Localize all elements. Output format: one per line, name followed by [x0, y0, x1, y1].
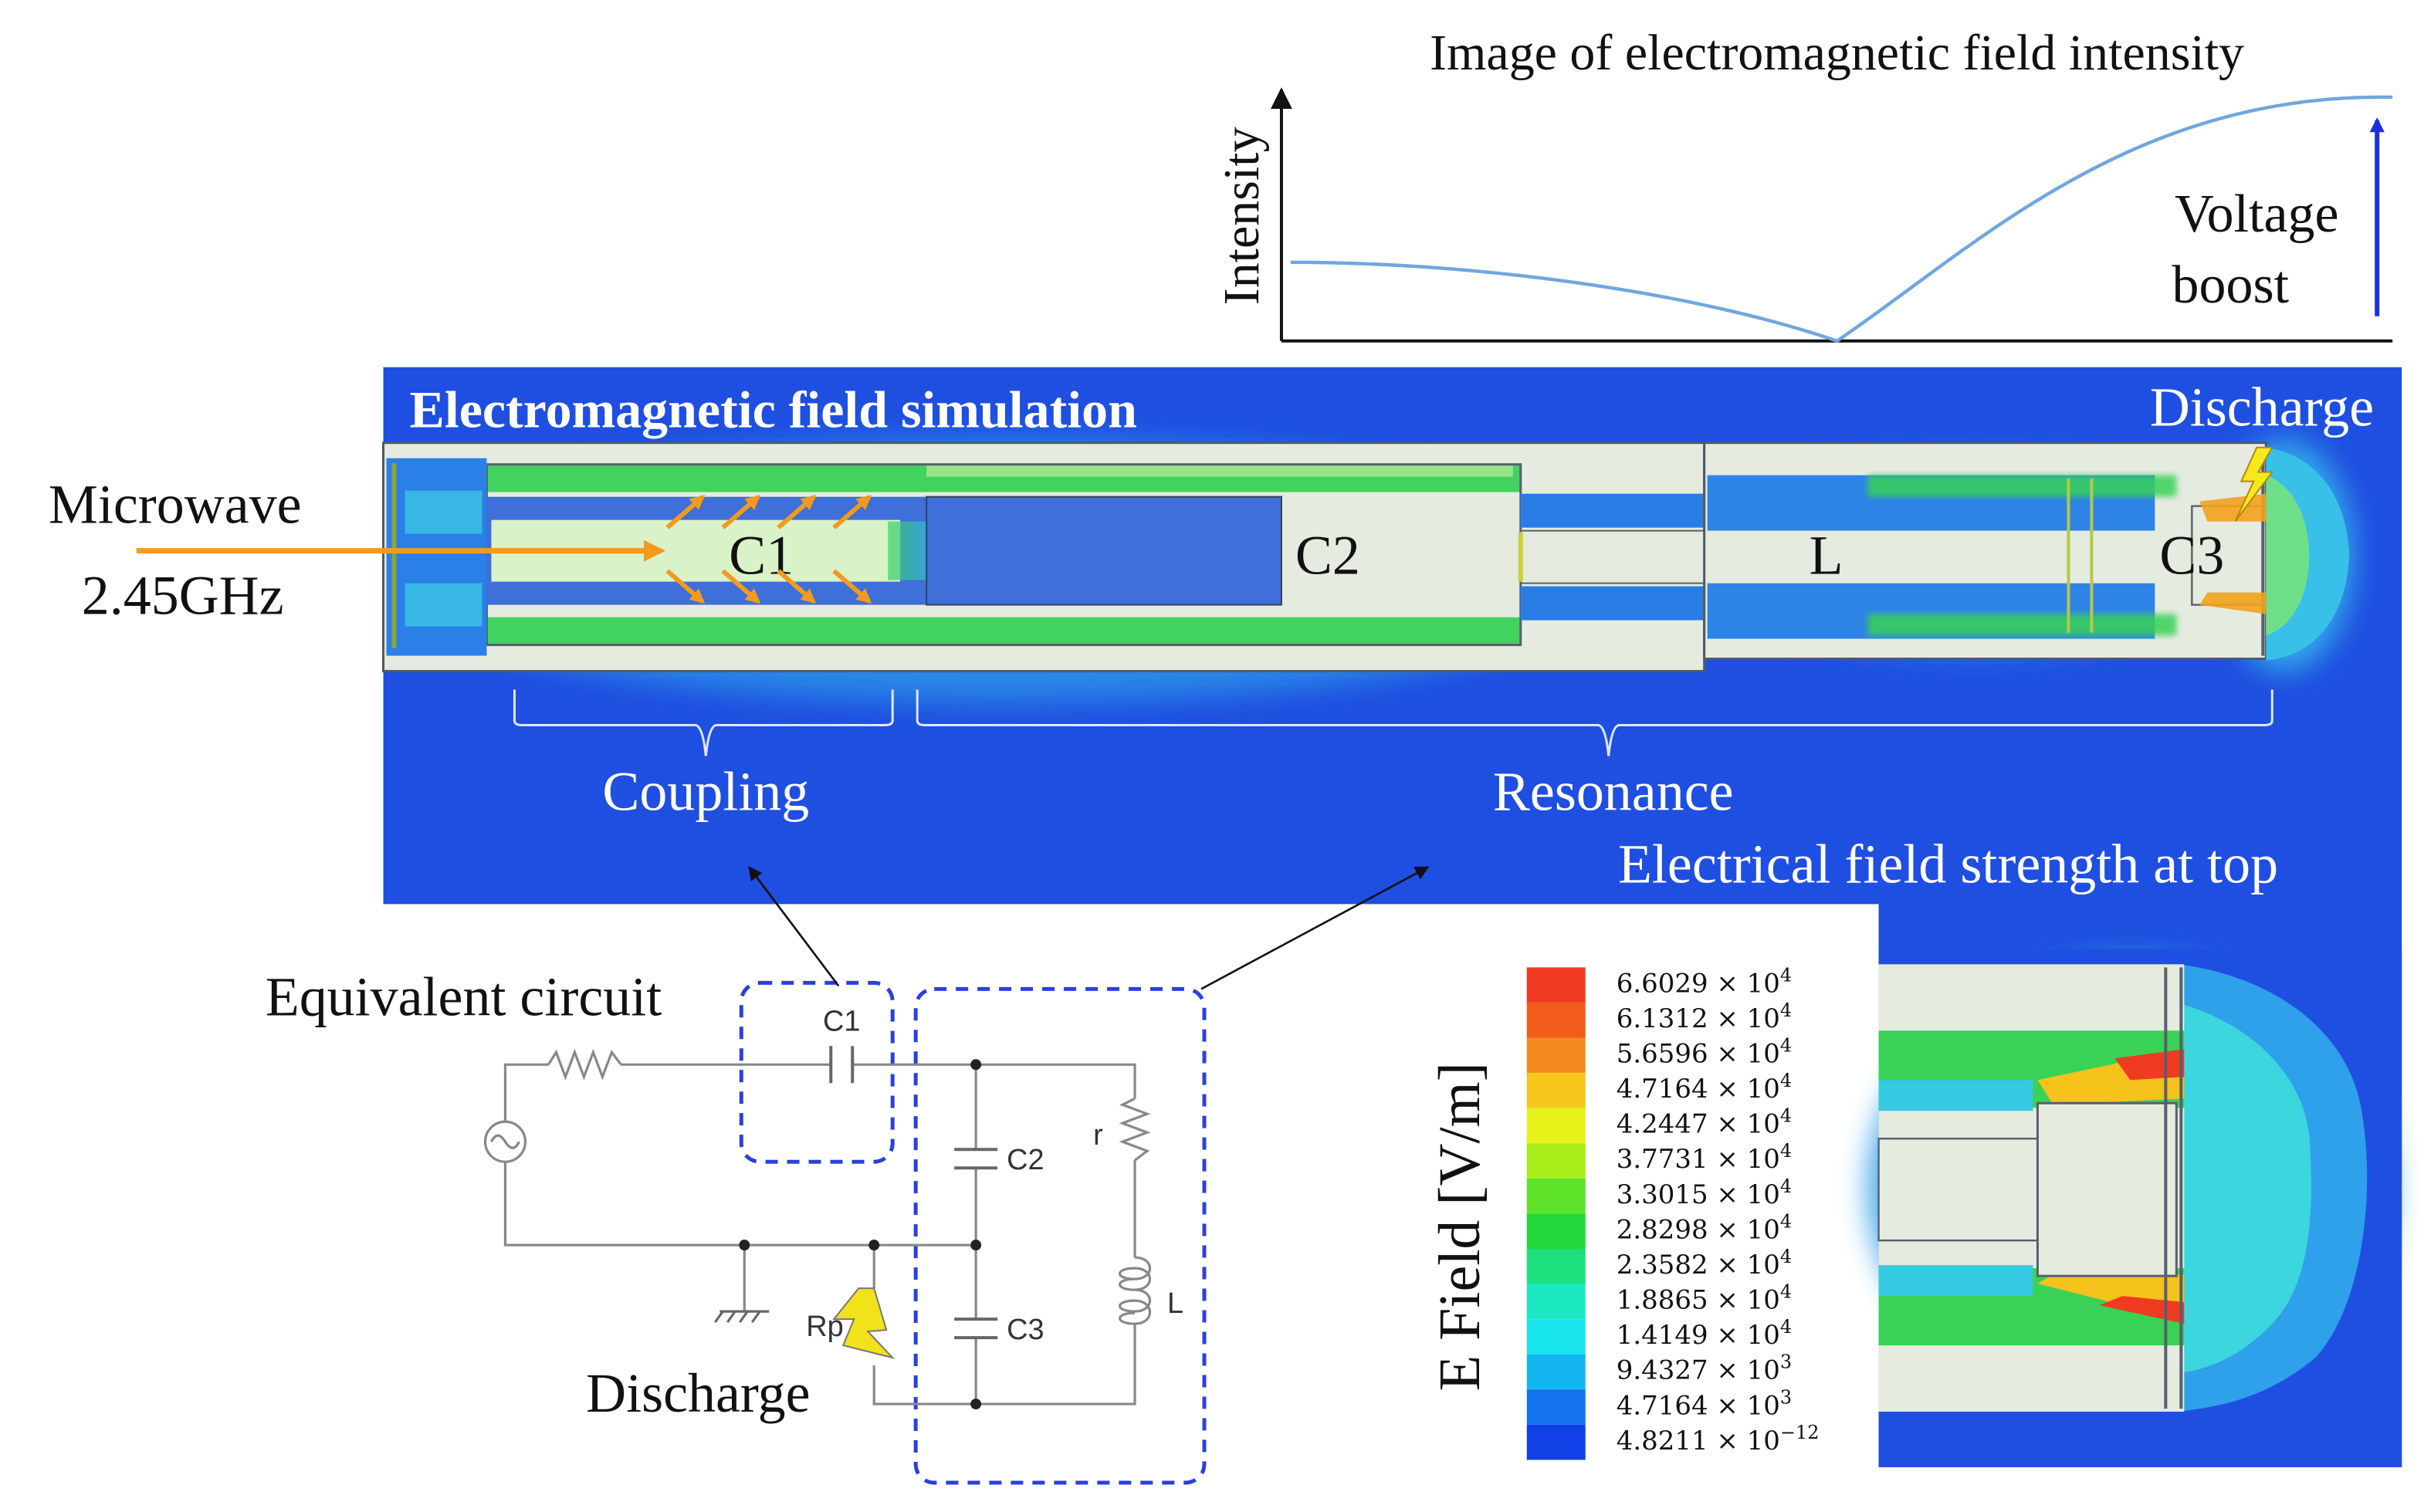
tip-hotspot-bottom: [2199, 592, 2267, 614]
link-field-upper: [1520, 493, 1706, 528]
colorbar-swatch: [1526, 1002, 1586, 1038]
c1-highlight-box: [739, 980, 895, 1164]
circuit-discharge-label: Discharge: [586, 1362, 810, 1424]
resonance-brace: [916, 689, 2273, 756]
colorbar-axis-label: E Field [V/m]: [1427, 1062, 1492, 1391]
circuit-label-c2: C2: [1007, 1144, 1044, 1176]
colorbar-swatch: [1526, 1108, 1586, 1144]
colorbar-tick-label: 3.3015 × 104: [1617, 1175, 1792, 1210]
left-port-field-cyan: [405, 490, 482, 534]
inner-conductor-link: [1519, 529, 1707, 584]
colorbar-swatch: [1526, 1037, 1586, 1074]
ac-source-icon: [483, 1120, 527, 1163]
c1-tip-glow: [888, 521, 932, 580]
resistor-icon: [547, 1048, 622, 1081]
lightning-bolt-icon: [2234, 446, 2274, 523]
section2-green-upper: [1867, 475, 2177, 497]
colorbar-swatch: [1526, 1178, 1586, 1214]
label-l: L: [1810, 525, 1843, 587]
tip-zoom-field-upper-cyan: [1878, 1080, 2033, 1111]
coupling-brace: [513, 689, 894, 756]
circuit-label-r: r: [1093, 1119, 1103, 1152]
frequency-label: 2.45GHz: [82, 565, 284, 627]
colorbar-tick-label: 2.8298 × 104: [1617, 1210, 1792, 1245]
ground-icon: [714, 1310, 770, 1324]
resonance-label: Resonance: [1493, 760, 1734, 822]
colorbar-tick-label: 6.6029 × 104: [1617, 964, 1792, 999]
field-arrows: [665, 495, 872, 604]
field-fade-upper-1: [926, 464, 1513, 477]
colorbar-swatch: [1526, 1424, 1586, 1460]
circuit-label-rp: Rp: [806, 1311, 844, 1343]
pointer-to-resonance: [1200, 866, 1430, 990]
label-c2: C2: [1295, 525, 1360, 587]
colorbar-swatch: [1526, 1248, 1586, 1284]
tip-zoom-electrode: [2036, 1101, 2178, 1277]
left-port-field-cyan-2: [405, 583, 482, 627]
colorbar-tick-label: 5.6596 × 104: [1617, 1035, 1792, 1070]
circuit-label-l: L: [1167, 1287, 1183, 1320]
junction-dots: [739, 1059, 982, 1410]
intensity-plot: Image of electromagnetic field intensity…: [1214, 25, 2393, 343]
colorbar-swatch: [1526, 967, 1586, 1003]
coupling-label: Coupling: [602, 760, 809, 822]
colorbar-swatch: [1526, 1143, 1586, 1179]
tip-zoom-cloud-mid: [2176, 1003, 2311, 1374]
colorbar-swatch: [1526, 1284, 1586, 1320]
colorbar-swatch: [1526, 1319, 1586, 1355]
colorbar-tick-label: 6.1312 × 104: [1617, 1000, 1792, 1034]
equivalent-circuit: Equivalent circuit: [266, 865, 1430, 1485]
link-field-lower: [1520, 586, 1706, 621]
tip-zoom-inner-rod: [1877, 1138, 2042, 1242]
colorbar-tick-label: 1.4149 × 104: [1617, 1316, 1792, 1351]
discharge-label-top: Discharge: [2150, 377, 2374, 438]
capacitor-icon: [829, 1046, 855, 1084]
circuit-wires: [503, 1063, 1136, 1405]
colorbar-tick-label: 4.7164 × 104: [1617, 1070, 1792, 1104]
intensity-y-label: Intensity: [1214, 127, 1270, 305]
colorbar-tick-label: 2.3582 × 104: [1617, 1246, 1792, 1280]
colorbar-swatch: [1526, 1213, 1586, 1249]
tip-zoom-view: [1877, 949, 2402, 1468]
simulation-title: Electromagnetic field simulation: [410, 381, 1137, 439]
section2-green-lower: [1867, 614, 2177, 636]
circuit-label-c3: C3: [1007, 1314, 1044, 1346]
tip-field-inner: [2266, 475, 2310, 636]
tip-zoom-field-lower-cyan: [1878, 1265, 2033, 1297]
colorbar-swatch: [1526, 1354, 1586, 1390]
intensity-curve: [1290, 95, 2393, 343]
capacitor-icon: [954, 1148, 998, 1170]
colorbar-tick-label: 4.8211 × 10−12: [1617, 1422, 1820, 1456]
colorbar-tick-label: 4.2447 × 104: [1617, 1105, 1792, 1140]
colorbar-swatches: [1526, 967, 1586, 1460]
field-band-lower-1: [486, 617, 1521, 645]
voltage-boost-label-line1: Voltage: [2175, 184, 2338, 244]
colorbar-tick-label: 9.4327 × 103: [1617, 1351, 1792, 1386]
colorbar-tick-label: 4.7164 × 103: [1617, 1386, 1792, 1421]
label-c3: C3: [2159, 525, 2224, 587]
inductor-icon: [1119, 1256, 1152, 1346]
colorbar-swatch: [1526, 1389, 1586, 1425]
pointer-to-coupling: [748, 865, 840, 987]
colorbar-tick-label: 1.8865 × 104: [1617, 1281, 1792, 1316]
circuit-label-c1: C1: [823, 1005, 861, 1037]
resonance-highlight-box: [913, 986, 1207, 1485]
colorbar-swatch: [1526, 1073, 1586, 1108]
resistor-icon: [1119, 1097, 1151, 1162]
capacitor-icon: [954, 1318, 998, 1340]
circuit-title: Equivalent circuit: [266, 966, 662, 1027]
inductor-rod: [1707, 530, 2202, 583]
tip-zoom-hot-lower-red: [2099, 1296, 2185, 1324]
lightning-bolt-icon: [832, 1287, 895, 1359]
top-strength-label: Electrical field strength at top: [1618, 833, 2278, 895]
intensity-plot-title: Image of electromagnetic field intensity: [1430, 25, 2244, 81]
colorbar-tick-label: 3.7731 × 104: [1617, 1140, 1792, 1175]
microwave-label: Microwave: [49, 474, 302, 536]
c2-electrode-body: [926, 496, 1282, 606]
voltage-boost-label-line2: boost: [2172, 255, 2290, 315]
